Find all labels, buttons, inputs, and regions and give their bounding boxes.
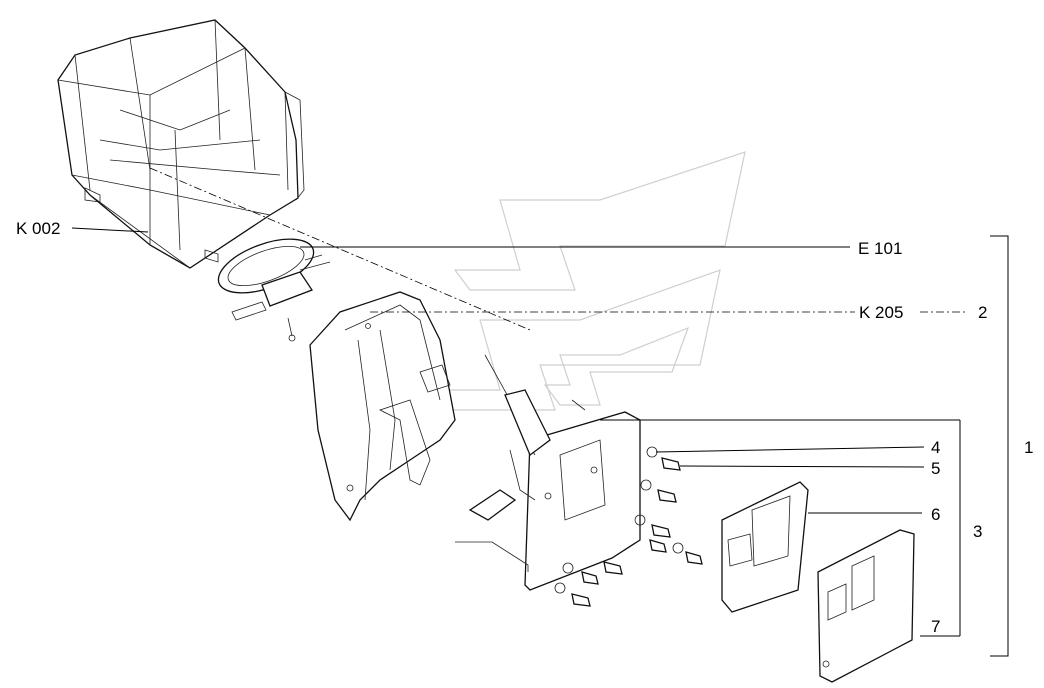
callout-k002: K 002 [16,219,60,238]
console-cover [309,291,456,522]
steering-wheel-assembly [217,238,331,342]
cab-frame [57,19,305,269]
steering-column-panel [455,354,641,591]
callout-5: 5 [931,459,940,478]
callout-2: 2 [978,303,987,322]
callout-3: 3 [973,522,982,541]
callout-labels: K 002 E 101 K 205 2 4 5 6 3 1 7 [16,219,1033,636]
callout-k205: K 205 [859,303,903,322]
leader-lines [71,167,1009,657]
watermark-logo [439,151,746,411]
callout-7: 7 [931,617,940,636]
callout-e101: E 101 [858,239,902,258]
cover-plate-7 [817,529,915,683]
bolts-and-washers [554,446,703,607]
callout-6: 6 [931,505,940,524]
cover-plate-6 [721,481,809,613]
callout-1: 1 [1024,438,1033,457]
callout-4: 4 [931,438,940,457]
